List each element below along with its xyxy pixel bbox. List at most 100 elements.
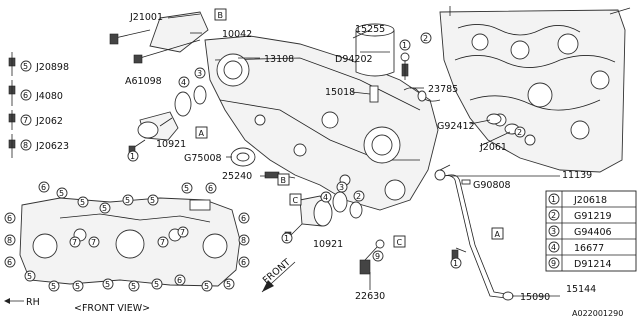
fv-callout-7: 7 — [72, 238, 77, 247]
callout-1-b: 1 — [402, 41, 407, 50]
fv-callout-6: 6 — [208, 184, 213, 193]
fv-callout-5: 5 — [131, 282, 136, 291]
fv-callout-5: 5 — [102, 204, 107, 213]
dipstick — [434, 164, 514, 301]
fv-callout-5: 5 — [150, 196, 155, 205]
legend-num-9: 9 — [551, 259, 556, 268]
ref-b-top: B — [218, 11, 224, 20]
fv-callout-8: 8 — [241, 236, 246, 245]
callout-9: 9 — [375, 252, 380, 261]
legend-code-3: G94406 — [574, 227, 612, 238]
left-bolt-list: 5 J20898 6 J4080 7 J2062 8 J20623 — [20, 60, 69, 152]
fv-callout-7: 7 — [180, 228, 185, 237]
label-G75008: G75008 — [184, 153, 222, 164]
left-bolt-5 — [8, 52, 16, 76]
hose-23785 — [403, 87, 441, 102]
front-view — [19, 197, 241, 287]
engine-block — [439, 6, 631, 173]
label-15090: 15090 — [520, 292, 550, 303]
label-10921-upper: 10921 — [156, 139, 186, 150]
legend-num-4: 4 — [551, 243, 556, 252]
front-arrow — [261, 261, 296, 293]
legend-num-2: 2 — [551, 211, 556, 220]
ref-letters: B A B C C A — [195, 8, 504, 248]
label-G92412: G92412 — [437, 121, 475, 132]
legend-code-1: J20618 — [573, 195, 607, 206]
fv-callout-5: 5 — [51, 282, 56, 291]
callout-1-a: 1 — [130, 152, 135, 161]
left-bolt-6 — [8, 80, 16, 106]
left-bolt-8-num: 8 — [23, 141, 28, 150]
fv-callout-5: 5 — [184, 184, 189, 193]
leader-lines — [159, 13, 560, 297]
ref-a-left: A — [199, 129, 205, 138]
callout-2-b: 2 — [356, 192, 361, 201]
fv-callout-5: 5 — [105, 280, 110, 289]
label-G90808: G90808 — [473, 180, 511, 191]
label-15144: 15144 — [566, 284, 596, 295]
fv-callout-5: 5 — [80, 198, 85, 207]
fv-callout-5: 5 — [154, 280, 159, 289]
label-10921-lower: 10921 — [313, 239, 343, 250]
legend-box — [545, 190, 637, 272]
fv-callout-6: 6 — [7, 214, 12, 223]
rh-label: RH — [26, 297, 40, 308]
fv-callout-5: 5 — [75, 282, 80, 291]
fv-callout-6: 6 — [241, 258, 246, 267]
callout-2-a: 2 — [423, 34, 428, 43]
fv-callout-5: 5 — [27, 272, 32, 281]
label-D94202: D94202 — [335, 54, 373, 65]
ref-b-mid: B — [281, 176, 287, 185]
legend-code-2: G91219 — [574, 211, 612, 222]
callout-1-d: 1 — [453, 259, 458, 268]
legend-code-4: 16677 — [574, 243, 604, 254]
fv-callout-7: 7 — [160, 238, 165, 247]
label-15018: 15018 — [325, 87, 355, 98]
label-A61098: A61098 — [125, 76, 162, 87]
fv-callout-6: 6 — [7, 258, 12, 267]
legend-num-3: 3 — [551, 227, 556, 236]
legend-num-1: 1 — [551, 195, 556, 204]
fv-callout-6: 6 — [241, 214, 246, 223]
label-13108: 13108 — [264, 54, 294, 65]
oil-filler — [355, 23, 410, 103]
fv-callout-5: 5 — [125, 196, 130, 205]
left-bolt-7-num: 7 — [23, 116, 28, 125]
callout-3-a: 3 — [197, 69, 202, 78]
ref-a-right: A — [495, 230, 501, 239]
ref-c-left: C — [293, 196, 299, 205]
bracket-10042 — [109, 11, 209, 64]
left-bolt-8-code: J20623 — [35, 141, 69, 152]
fv-callout-7: 7 — [91, 238, 96, 247]
front-direction-label: FRONT — [261, 257, 293, 286]
tensioner-lower — [284, 191, 363, 241]
fv-callout-5: 5 — [204, 282, 209, 291]
callout-1-c: 1 — [284, 234, 289, 243]
left-bolt-7-code: J2062 — [35, 116, 63, 127]
labels: J21001 10042 13108 15255 D94202 15018 23… — [125, 12, 596, 303]
callouts: 4 3 1 1 2 4 3 2 1 9 1 2 — [127, 32, 526, 269]
left-bolt-5-code: J20898 — [35, 62, 69, 73]
fv-callout-5: 5 — [59, 189, 64, 198]
label-15255: 15255 — [355, 24, 385, 35]
callout-4-a: 4 — [181, 78, 186, 87]
fv-callout-6: 6 — [41, 183, 46, 192]
fv-callout-5: 5 — [226, 280, 231, 289]
label-J21001: J21001 — [129, 12, 163, 23]
ref-c-right: C — [397, 238, 403, 247]
label-25240: 25240 — [222, 171, 252, 182]
crank-seal — [230, 147, 256, 167]
label-22630: 22630 — [355, 291, 385, 302]
sensor-22630 — [359, 239, 385, 275]
left-bolt-6-num: 6 — [23, 91, 28, 100]
left-bolt-8 — [8, 134, 16, 158]
label-11139: 11139 — [562, 170, 592, 181]
rh-arrow — [4, 298, 24, 304]
left-bolt-5-num: 5 — [23, 62, 28, 71]
fv-callout-6: 6 — [177, 276, 182, 285]
diagram-id: A022001290 — [572, 309, 623, 318]
callout-2-c: 2 — [517, 128, 522, 137]
legend-entries: 1 J20618 2 G91219 3 G94406 4 16677 9 D91… — [548, 193, 612, 270]
